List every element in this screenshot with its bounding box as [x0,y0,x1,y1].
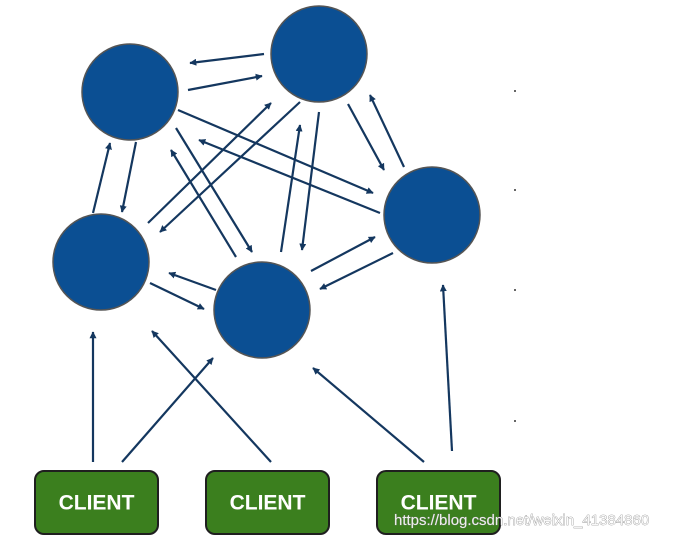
edge-tick [514,90,516,92]
edge-c-to-b [147,102,272,224]
edge-ticks [514,90,516,422]
client-box-2-label: CLIENT [230,492,306,515]
client-box-1: CLIENT [34,470,159,535]
edge-c-to-d [149,282,205,310]
server-node-bottom-center [213,261,311,359]
server-node-top-left [81,43,179,141]
client-box-3-label: CLIENT [401,492,477,515]
edge-d-to-c [168,271,217,292]
client-box-1-label: CLIENT [59,492,135,515]
edge-e-to-a [198,138,381,215]
edge-tick [514,189,516,191]
server-nodes [52,5,481,359]
client-box-1-shape [34,470,159,535]
edge-client1-to-d [121,357,214,463]
client-box-3-shape [376,470,501,535]
edge-e-to-d [319,252,394,290]
edge-b-to-c [159,101,301,233]
edge-c-to-a [91,142,112,214]
edge-b-to-a [189,52,265,66]
edge-d-to-b [279,124,303,253]
edge-e-to-b [369,94,405,168]
watermark-text: https://blog.csdn.net/weixin_41384860 [394,512,649,529]
edge-a-to-b [187,73,263,92]
edge-client3-to-e [439,284,454,452]
server-node-top [270,5,368,103]
edge-client2-to-c [151,330,272,463]
client-boxes: CLIENT CLIENT CLIENT [34,470,501,535]
client-edges [89,284,454,463]
server-edges [91,52,405,310]
client-box-3: CLIENT [376,470,501,535]
edge-d-to-e [310,236,376,272]
server-node-left [52,213,150,311]
edge-tick [514,420,516,422]
edge-client3-to-d [312,367,425,463]
server-node-right [383,166,481,264]
client-box-2: CLIENT [205,470,330,535]
edge-a-to-e [177,108,374,195]
edge-d-to-a [170,149,237,258]
client-box-2-shape [205,470,330,535]
edge-tick [514,289,516,291]
edge-b-to-e [347,103,385,171]
edge-a-to-d [175,127,253,253]
edge-b-to-d [299,111,321,251]
edge-a-to-c [119,141,138,213]
